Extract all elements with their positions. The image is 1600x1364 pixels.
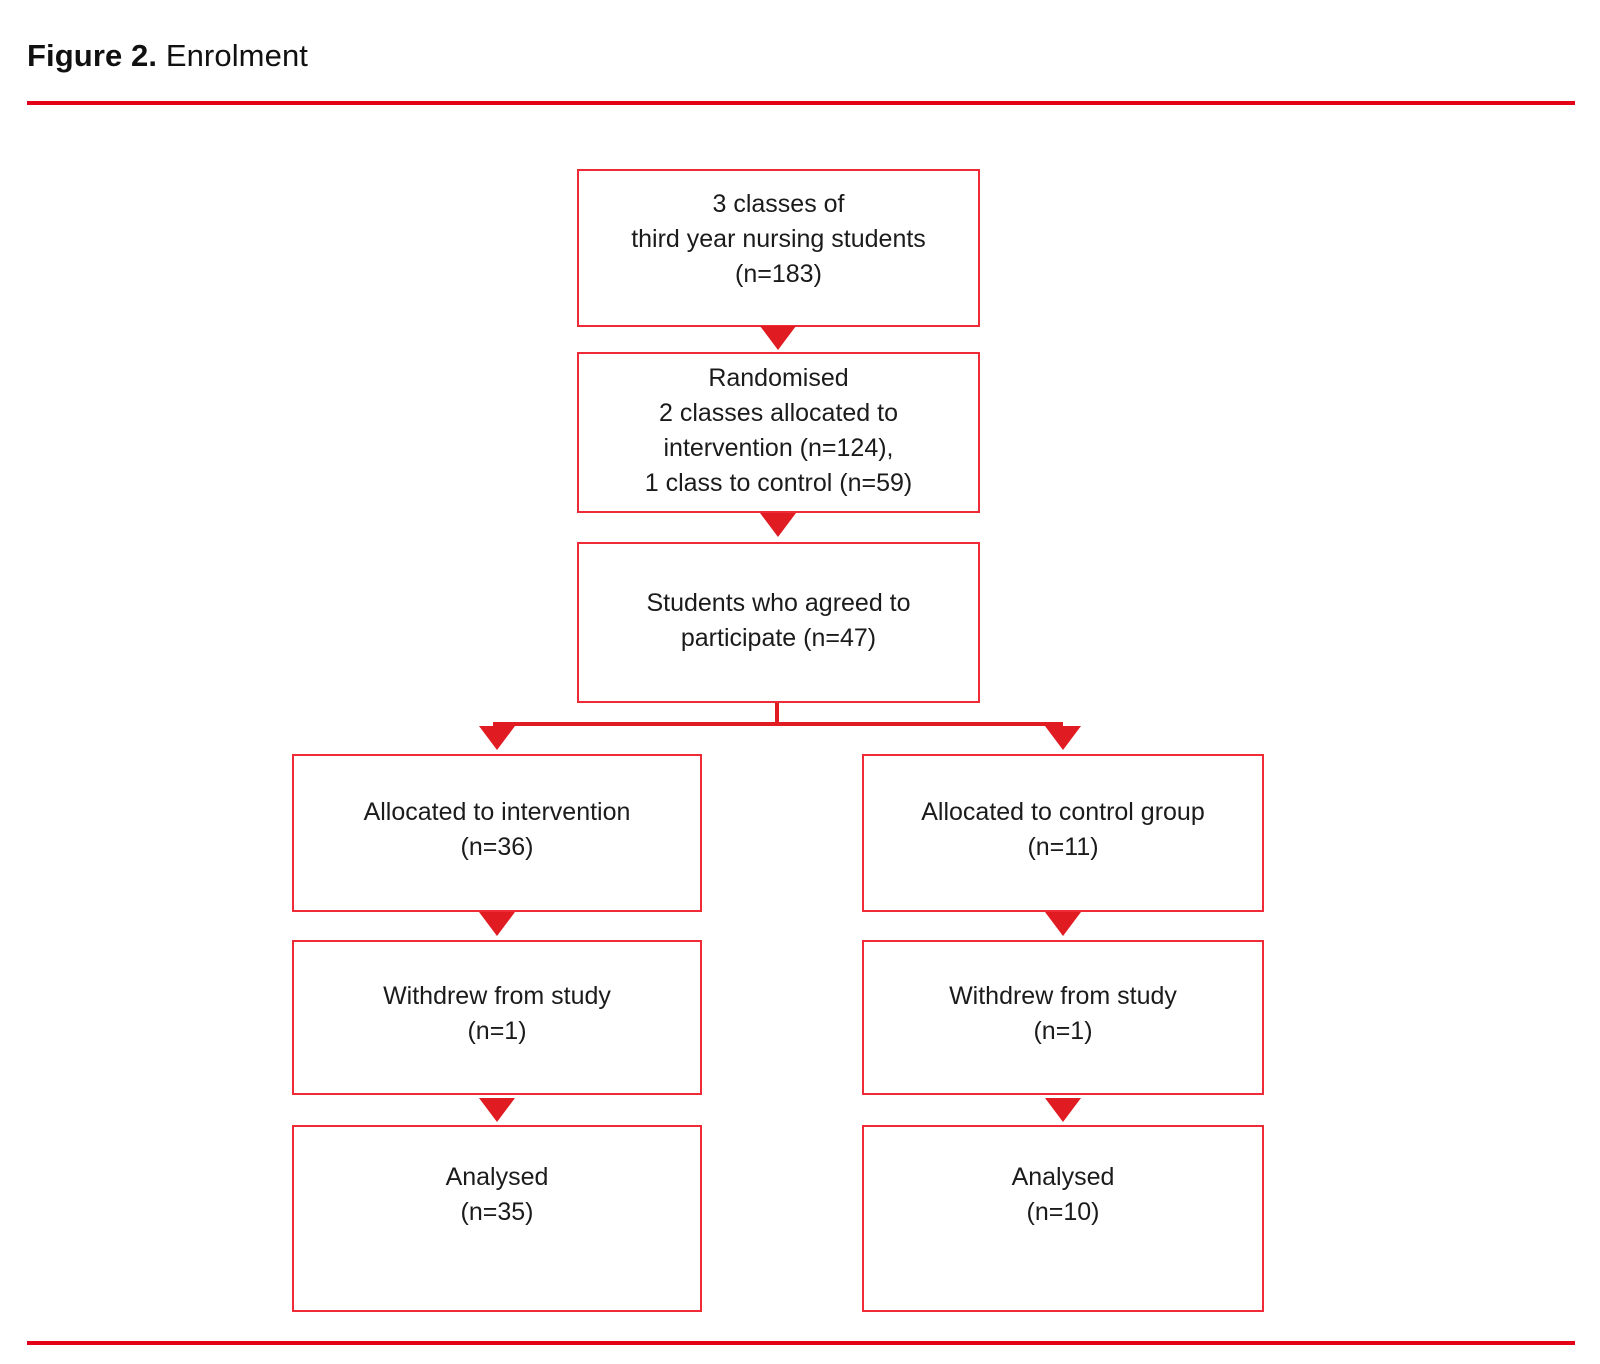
arrow-down-icon-allocated-to-withdrew-control	[1045, 912, 1081, 936]
flow-node-analysed-intervention: Analysed (n=35)	[292, 1125, 702, 1312]
figure-caption-text: Enrolment	[165, 38, 308, 73]
arrow-down-icon-branch-left	[479, 726, 515, 750]
figure-title: Figure 2. Enrolment	[27, 36, 308, 76]
flow-node-randomised: Randomised 2 classes allocated to interv…	[577, 352, 980, 513]
flow-node-analysed-intervention-text: Analysed (n=35)	[445, 1162, 549, 1226]
arrow-down-icon-randomised-to-agreed	[760, 513, 796, 537]
flow-node-withdrew-control: Withdrew from study (n=1)	[862, 940, 1264, 1095]
branch-connector-bar	[493, 722, 1063, 726]
flow-node-withdrew-intervention: Withdrew from study (n=1)	[292, 940, 702, 1095]
flow-node-analysed-control-text: Analysed (n=10)	[1011, 1162, 1115, 1226]
flow-node-allocated-control-text: Allocated to control group (n=11)	[921, 798, 1205, 861]
arrow-down-icon-withdrew-to-analysed-control	[1045, 1098, 1081, 1122]
title-divider-rule	[27, 101, 1575, 105]
arrow-down-icon-branch-right	[1045, 726, 1081, 750]
flow-node-source: 3 classes of third year nursing students…	[577, 169, 980, 327]
flow-node-source-text: 3 classes of third year nursing students…	[631, 189, 926, 288]
flow-node-withdrew-intervention-text: Withdrew from study (n=1)	[383, 981, 611, 1045]
flow-node-allocated-control: Allocated to control group (n=11)	[862, 754, 1264, 912]
branch-connector-stem	[775, 703, 779, 726]
flow-node-agreed-text: Students who agreed to participate (n=47…	[646, 588, 911, 652]
flow-node-agreed: Students who agreed to participate (n=47…	[577, 542, 980, 703]
arrow-down-icon-source-to-randomised	[760, 326, 796, 350]
flow-node-randomised-text: Randomised 2 classes allocated to interv…	[644, 363, 913, 497]
figure-bottom-rule	[27, 1341, 1575, 1345]
flow-node-analysed-control: Analysed (n=10)	[862, 1125, 1264, 1312]
flow-node-allocated-intervention-text: Allocated to intervention (n=36)	[363, 798, 631, 861]
arrow-down-icon-allocated-to-withdrew-intervention	[479, 912, 515, 936]
flow-node-allocated-intervention: Allocated to intervention (n=36)	[292, 754, 702, 912]
figure-number-label: Figure 2.	[27, 38, 158, 73]
arrow-down-icon-withdrew-to-analysed-intervention	[479, 1098, 515, 1122]
flow-node-withdrew-control-text: Withdrew from study (n=1)	[949, 981, 1177, 1045]
